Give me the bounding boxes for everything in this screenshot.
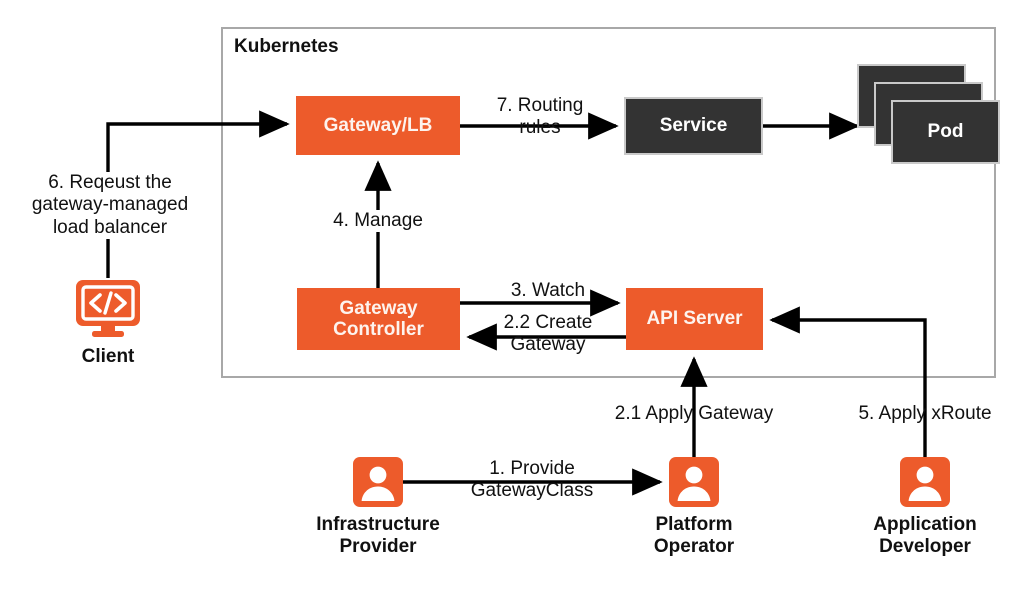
edge-label-provide-gatewayclass: 1. Provide GatewayClass — [470, 458, 594, 502]
edge-label-request-load-balancer: 6. Reqeust the gateway-managed load bala… — [10, 172, 210, 240]
edge-label-create-gateway: 2.2 Create Gateway — [503, 312, 593, 356]
actor-client[interactable]: Client — [50, 278, 166, 373]
node-api-server[interactable]: API Server — [626, 288, 763, 350]
arrow-developer-apply-xroute — [769, 306, 927, 457]
person-icon — [353, 457, 403, 507]
monitor-code-icon — [76, 280, 140, 337]
person-icon — [669, 457, 719, 507]
actor-infrastructure-provider[interactable]: Infrastructure Provider — [290, 457, 466, 567]
actor-client-label: Client — [81, 346, 135, 367]
actor-platform-operator[interactable]: Platform Operator — [606, 457, 782, 567]
kubernetes-cluster-label: Kubernetes — [234, 36, 339, 57]
node-gateway-controller[interactable]: Gateway Controller — [297, 288, 460, 350]
actor-infrastructure-provider-label: Infrastructure Provider — [316, 514, 440, 558]
edge-label-routing-rules: 7. Routing rules — [496, 95, 584, 139]
node-service[interactable]: Service — [624, 97, 763, 155]
edge-label-apply-gateway: 2.1 Apply Gateway — [614, 403, 774, 424]
actor-application-developer-label: Application Developer — [873, 514, 977, 558]
kubernetes-cluster-frame — [221, 27, 996, 378]
actor-platform-operator-label: Platform Operator — [653, 514, 735, 558]
person-icon — [900, 457, 950, 507]
edge-label-apply-xroute: 5. Apply xRoute — [858, 403, 992, 424]
actor-application-developer[interactable]: Application Developer — [837, 457, 1013, 567]
node-gateway-lb[interactable]: Gateway/LB — [296, 96, 460, 155]
edge-label-watch: 3. Watch — [510, 280, 586, 301]
node-pod-stack[interactable]: Pod — [857, 64, 1000, 169]
pod-card-front: Pod — [891, 100, 1000, 164]
edge-label-manage: 4. Manage — [308, 210, 448, 233]
